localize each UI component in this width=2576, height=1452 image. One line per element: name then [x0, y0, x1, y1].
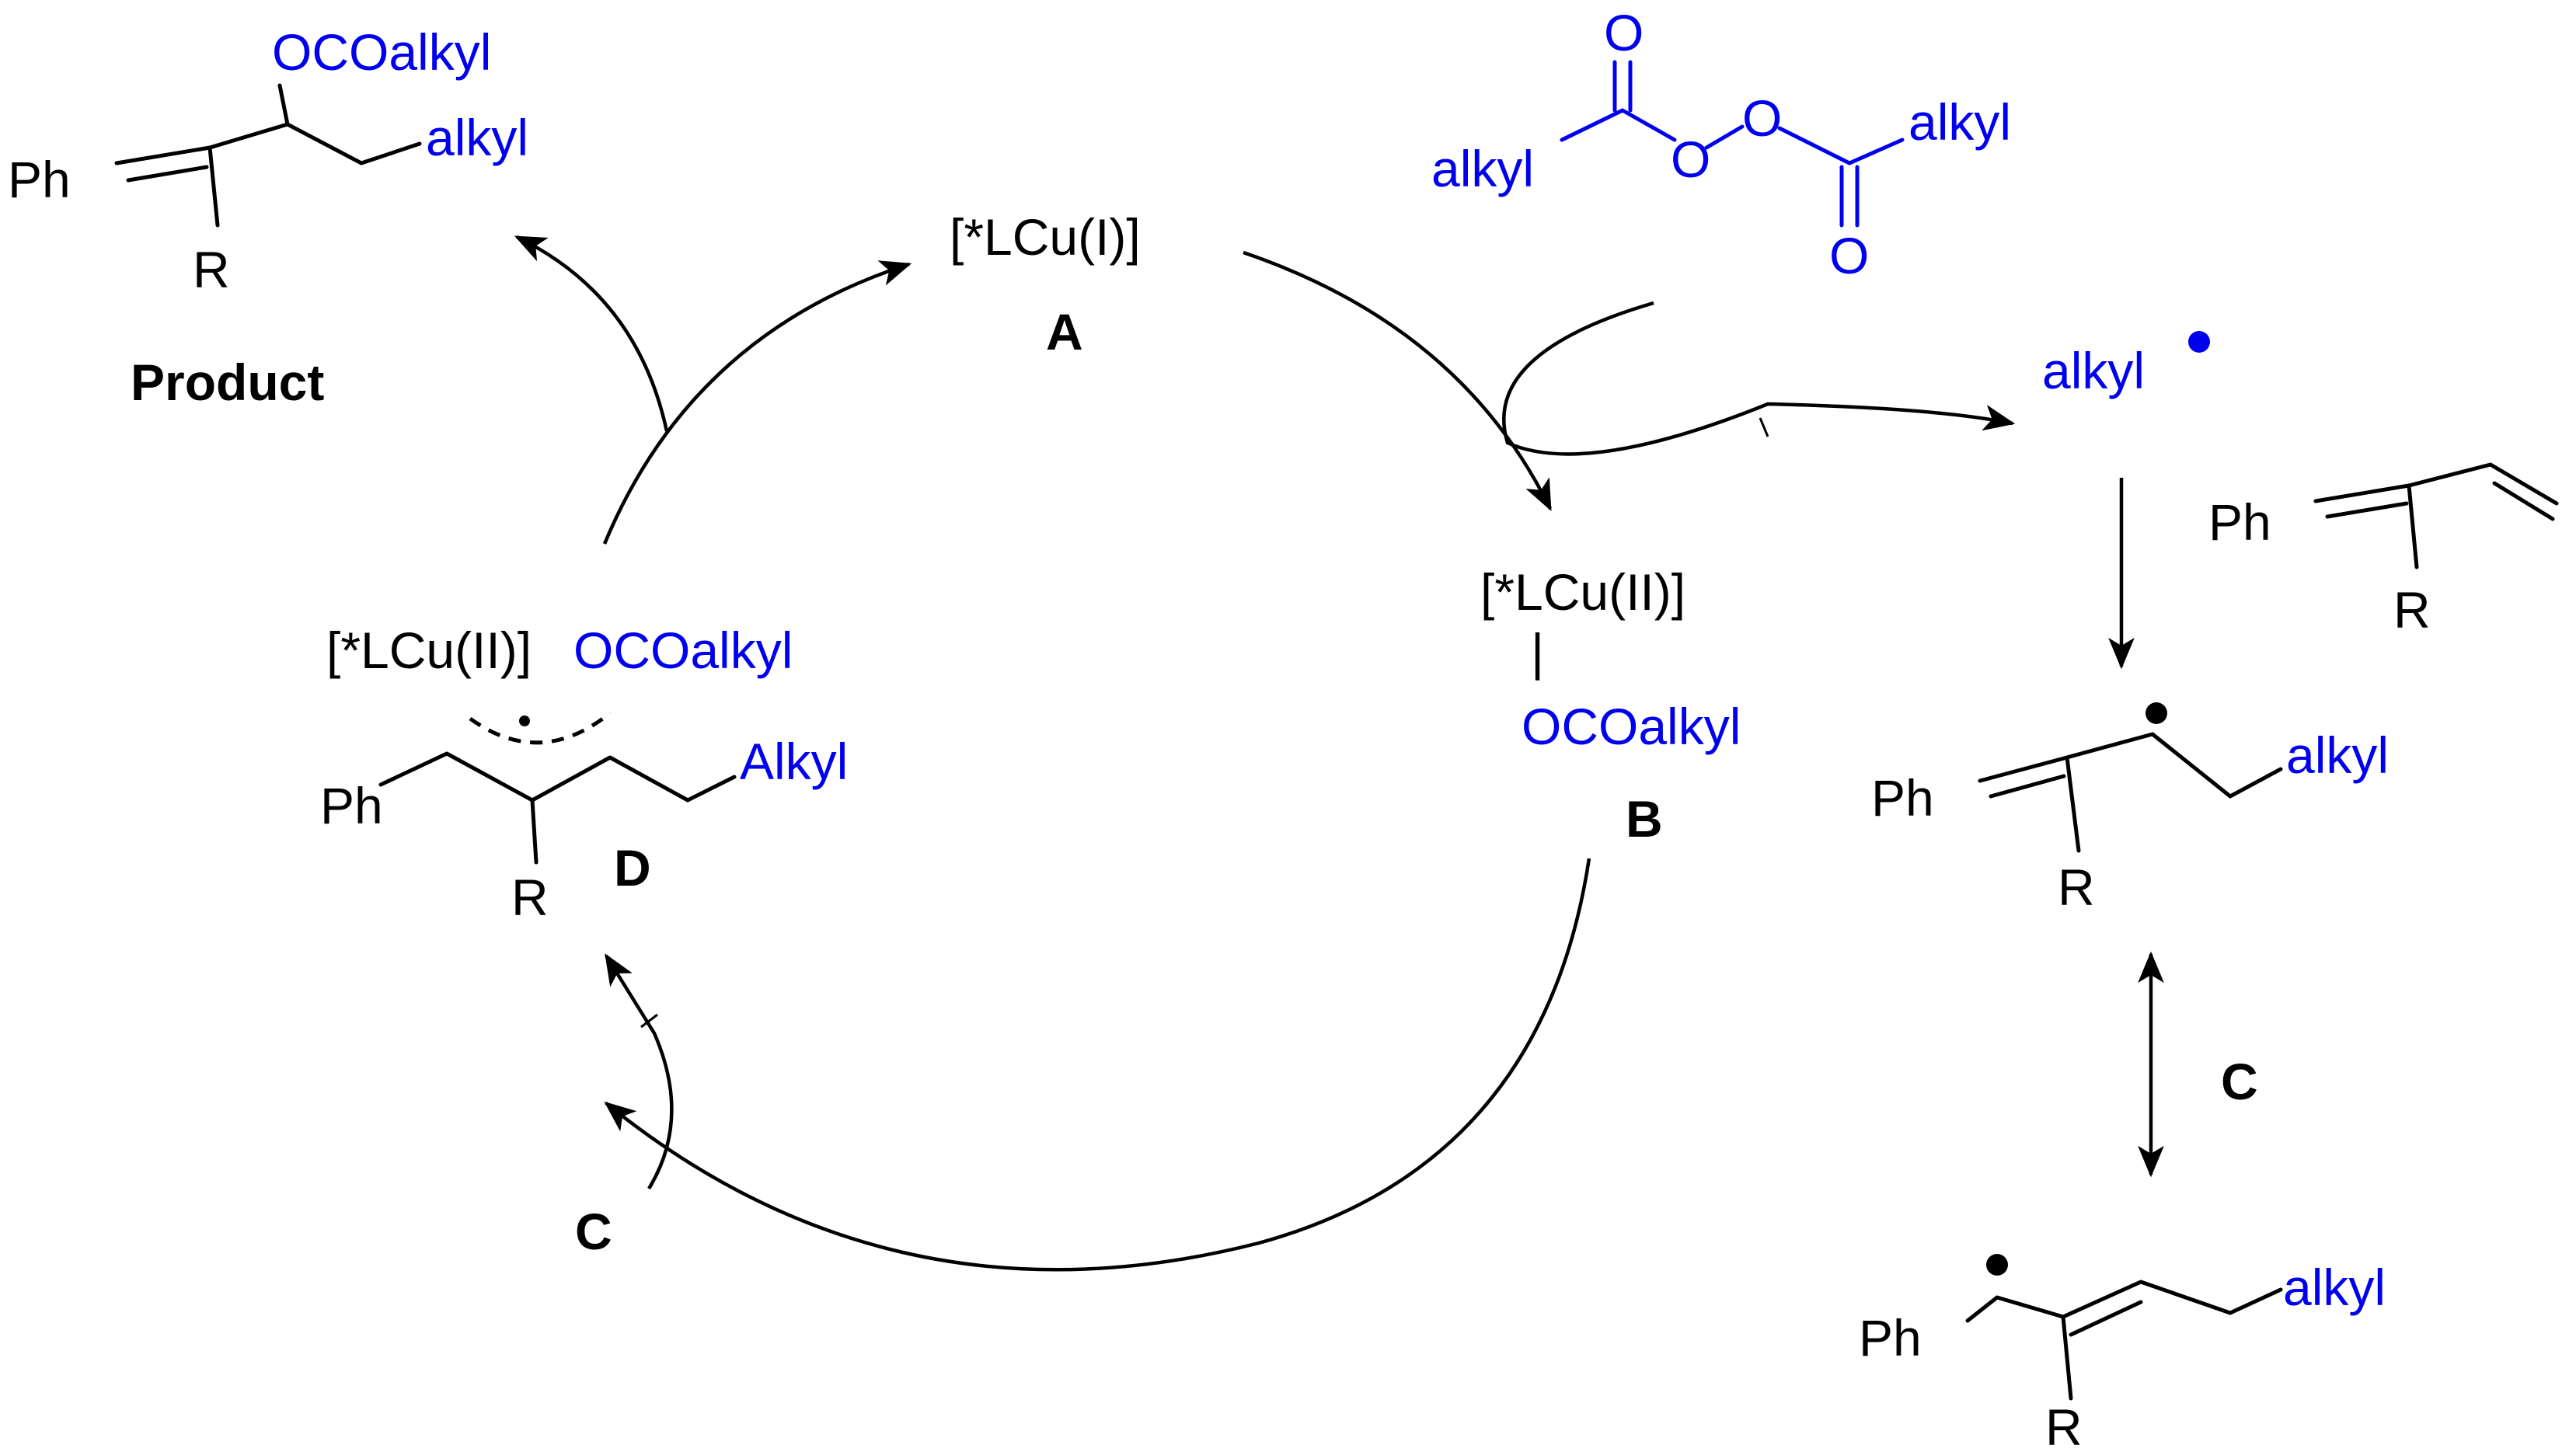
catalyst-a: [*LCu(I)] A: [950, 208, 1141, 360]
diene-ph-label: Ph: [2208, 493, 2271, 551]
allyl1-ph-label: Ph: [1871, 769, 1934, 827]
product-alkyl-label: alkyl: [426, 109, 528, 166]
allyl-dashed-arc: [469, 712, 612, 745]
peroxide-o-link2: O: [1742, 89, 1782, 147]
radical-release-arrow: [1502, 301, 2016, 456]
intermediate-d-r-label: R: [511, 869, 549, 926]
allyl-radical-structure-2: Ph R alkyl: [1859, 1254, 2386, 1452]
c-entry-arrow: [605, 953, 674, 1190]
product-oco-label: OCOalkyl: [272, 23, 491, 81]
catalyst-a-label: A: [1046, 303, 1083, 360]
diacyl-peroxide-structure: O O O O alkyl alkyl: [1431, 4, 2011, 284]
catalyst-b-ligand: OCOalkyl: [1522, 698, 1741, 755]
arrow-tick-mark: [1759, 417, 1769, 437]
alkyl-radical: alkyl: [2042, 331, 2210, 399]
peroxide-o-link1: O: [1671, 131, 1710, 188]
peroxide-o-top: O: [1604, 4, 1644, 61]
intermediate-d-label: D: [614, 839, 651, 897]
catalyst-b: [*LCu(II)] | OCOalkyl B: [1480, 563, 1741, 848]
cycle-arrows: [514, 235, 2164, 1272]
intermediate-d-alkyl-label: Alkyl: [740, 733, 848, 790]
radical-dot-icon: [1986, 1254, 2008, 1276]
allyl2-r-label: R: [2045, 1398, 2083, 1452]
intermediate-d-cu-label: [*LCu(II)]: [326, 622, 532, 679]
catalyst-b-formula: [*LCu(II)]: [1480, 563, 1685, 621]
diene-structure: Ph R: [2208, 462, 2559, 639]
peroxide-alkyl-left: alkyl: [1431, 140, 1534, 197]
catalyst-a-formula: [*LCu(I)]: [950, 208, 1141, 266]
radical-dot-icon: [519, 716, 530, 726]
intermediate-d: [*LCu(II)] OCOalkyl Ph R Alkyl D: [320, 622, 848, 926]
c-entry-label: C: [575, 1203, 612, 1260]
catalyst-b-bond: |: [1531, 623, 1544, 681]
allyl1-alkyl-label: alkyl: [2286, 726, 2389, 784]
cycle-arrow-b-to-d: [604, 858, 1591, 1272]
product-r-label: R: [193, 241, 230, 298]
allyl1-r-label: R: [2058, 858, 2095, 916]
cycle-arrow-d-to-a: [602, 260, 912, 545]
product-release-arrow: [514, 235, 669, 432]
peroxide-o-bottom: O: [1829, 227, 1869, 284]
peroxide-alkyl-right: alkyl: [1908, 93, 2011, 151]
product-structure: Ph R OCOalkyl alkyl Product: [8, 23, 528, 411]
allyl-radical-structure-1: Ph R alkyl: [1871, 702, 2389, 916]
radical-dot-icon: [2188, 331, 2210, 353]
allyl2-ph-label: Ph: [1859, 1309, 1922, 1367]
resonance-c-label: C: [2221, 1053, 2258, 1110]
intermediate-d-ph-label: Ph: [320, 777, 383, 834]
catalyst-b-label: B: [1626, 790, 1663, 848]
allyl2-alkyl-label: alkyl: [2283, 1259, 2386, 1316]
alkyl-radical-label: alkyl: [2042, 342, 2145, 399]
product-ph-label: Ph: [8, 151, 71, 208]
intermediate-d-oco-label: OCOalkyl: [573, 622, 793, 679]
cycle-arrow-a-to-b: [1243, 250, 1553, 512]
product-label: Product: [131, 353, 324, 411]
arrow-tick-mark: [640, 1013, 658, 1029]
radical-dot-icon: [2146, 702, 2167, 724]
diene-r-label: R: [2393, 581, 2431, 639]
